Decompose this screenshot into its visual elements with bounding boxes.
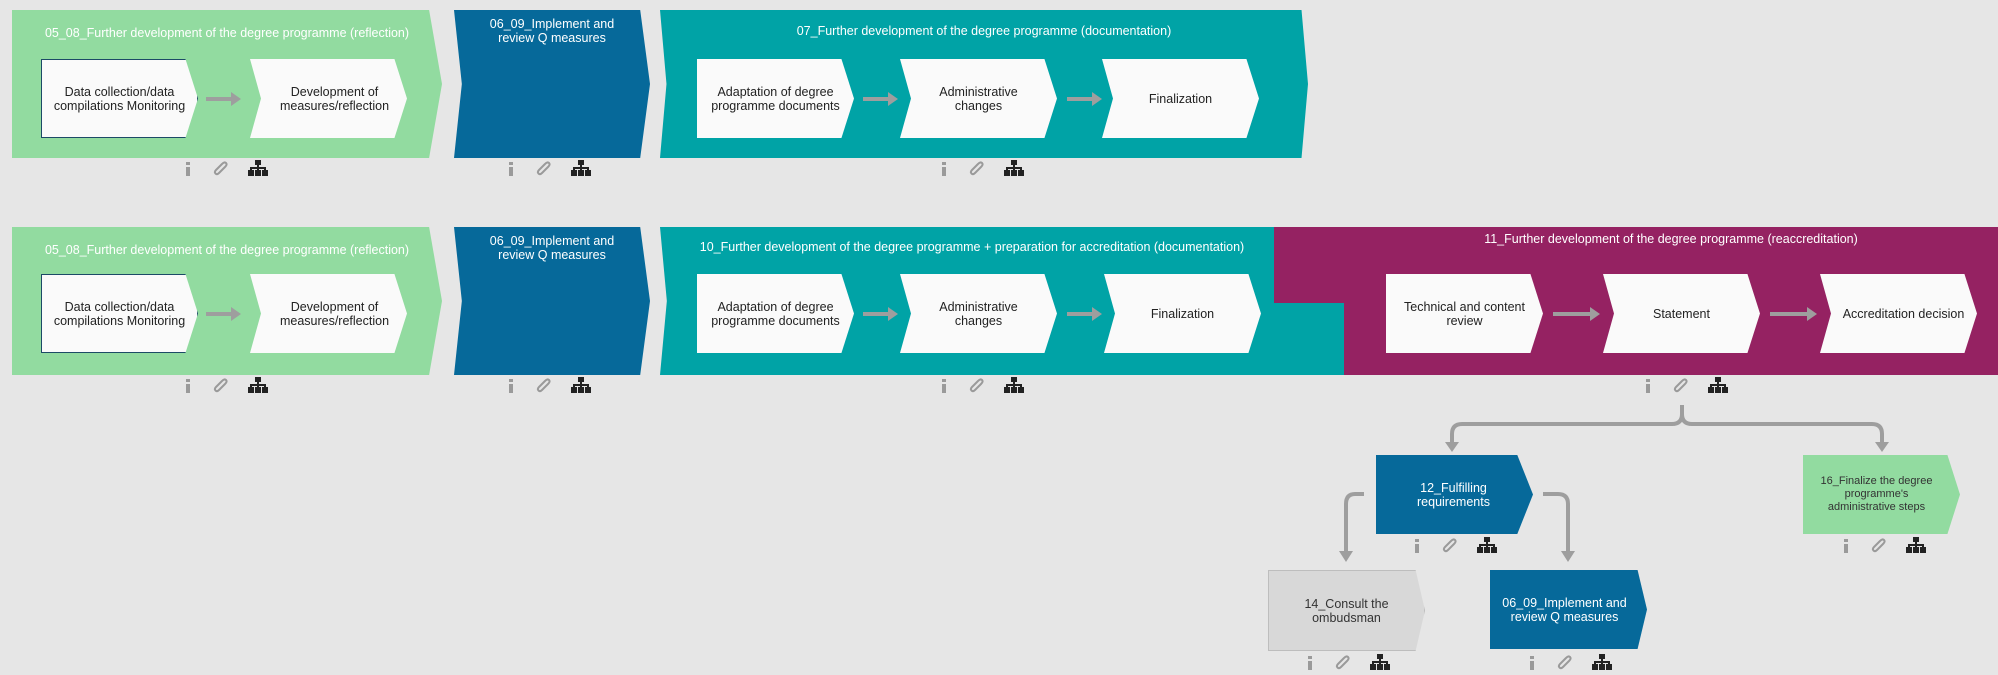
hierarchy-icon[interactable] — [1370, 654, 1390, 675]
info-icon[interactable] — [1413, 539, 1421, 558]
process-11-overlap-tab — [1274, 227, 1344, 303]
paperclip-icon[interactable] — [212, 160, 228, 181]
info-icon[interactable] — [940, 162, 948, 181]
paperclip-icon[interactable] — [212, 377, 228, 398]
paperclip-icon[interactable] — [1334, 654, 1350, 675]
hierarchy-icon[interactable] — [571, 377, 591, 398]
process-12-fulfilling-requirements[interactable]: 12_Fulfilling requirements — [1376, 455, 1533, 534]
process-icon-group — [1644, 377, 1728, 398]
arrowhead — [1339, 551, 1353, 562]
step-accreditation-decision[interactable]: Accreditation decision — [1820, 274, 1977, 353]
flow-arrow — [1067, 307, 1102, 321]
info-icon[interactable] — [507, 162, 515, 181]
info-icon[interactable] — [184, 379, 192, 398]
process-06-09-implement[interactable]: 06_09_Implement and review Q measures — [454, 227, 650, 375]
hierarchy-icon[interactable] — [571, 160, 591, 181]
paperclip-icon[interactable] — [968, 377, 984, 398]
flow-arrow — [206, 92, 241, 106]
process-icon-group — [184, 377, 268, 398]
flow-arrow — [863, 92, 898, 106]
step-adaptation-documents[interactable]: Adaptation of degree programme documents — [697, 274, 854, 353]
step-statement[interactable]: Statement — [1603, 274, 1760, 353]
paperclip-icon[interactable] — [1672, 377, 1688, 398]
flow-arrow — [863, 307, 898, 321]
info-icon[interactable] — [940, 379, 948, 398]
hierarchy-icon[interactable] — [248, 160, 268, 181]
process-icon-group — [940, 377, 1024, 398]
step-adaptation-documents[interactable]: Adaptation of degree programme documents — [697, 59, 854, 138]
step-technical-content-review[interactable]: Technical and content review — [1386, 274, 1543, 353]
arrowhead — [1875, 442, 1889, 452]
connector-12-to-14 — [1344, 492, 1364, 552]
flow-arrow — [1770, 307, 1817, 321]
step-development-measures[interactable]: Development of measures/reflection — [250, 59, 407, 138]
step-finalization[interactable]: Finalization — [1102, 59, 1259, 138]
process-06-09-implement[interactable]: 06_09_Implement and review Q measures — [1490, 570, 1647, 649]
step-data-collection[interactable]: Data collection/data compilations Monito… — [41, 274, 198, 353]
process-icon-group — [507, 160, 591, 181]
flow-arrow — [206, 307, 241, 321]
process-title: 06_09_Implement and review Q measures — [489, 234, 615, 262]
process-16-finalize-admin[interactable]: 16_Finalize the degree programme's admin… — [1803, 455, 1960, 534]
arrowhead — [1445, 442, 1459, 452]
process-icon-group — [1306, 654, 1390, 675]
paperclip-icon[interactable] — [1870, 537, 1886, 558]
hierarchy-icon[interactable] — [1708, 377, 1728, 398]
info-icon[interactable] — [1306, 656, 1314, 675]
info-icon[interactable] — [1842, 539, 1850, 558]
process-icon-group — [1413, 537, 1497, 558]
flow-arrow — [1067, 92, 1102, 106]
process-title: 05_08_Further development of the degree … — [44, 243, 410, 257]
connector-12-to-06b — [1543, 492, 1570, 552]
step-development-measures[interactable]: Development of measures/reflection — [250, 274, 407, 353]
paperclip-icon[interactable] — [1556, 654, 1572, 675]
step-finalization[interactable]: Finalization — [1104, 274, 1261, 353]
paperclip-icon[interactable] — [535, 160, 551, 181]
process-icon-group — [184, 160, 268, 181]
process-14-consult-ombudsman[interactable]: 14_Consult the ombudsman — [1268, 570, 1425, 651]
paperclip-icon[interactable] — [1441, 537, 1457, 558]
info-icon[interactable] — [1644, 379, 1652, 398]
hierarchy-icon[interactable] — [1477, 537, 1497, 558]
hierarchy-icon[interactable] — [1004, 377, 1024, 398]
process-title: 11_Further development of the degree pro… — [1484, 232, 1858, 246]
process-title: 10_Further development of the degree pro… — [699, 240, 1245, 254]
process-icon-group — [1528, 654, 1612, 675]
step-administrative-changes[interactable]: Administrative changes — [900, 59, 1057, 138]
connector-to-12 — [1450, 405, 1684, 443]
process-title: 07_Further development of the degree pro… — [796, 24, 1172, 38]
process-06-09-implement[interactable]: 06_09_Implement and review Q measures — [454, 10, 650, 158]
process-title: 05_08_Further development of the degree … — [44, 26, 410, 40]
arrowhead — [1561, 551, 1575, 562]
process-icon-group — [1842, 537, 1926, 558]
step-administrative-changes[interactable]: Administrative changes — [900, 274, 1057, 353]
hierarchy-icon[interactable] — [1592, 654, 1612, 675]
process-title: 06_09_Implement and review Q measures — [489, 17, 615, 45]
hierarchy-icon[interactable] — [1004, 160, 1024, 181]
paperclip-icon[interactable] — [535, 377, 551, 398]
process-icon-group — [507, 377, 591, 398]
paperclip-icon[interactable] — [968, 160, 984, 181]
hierarchy-icon[interactable] — [1906, 537, 1926, 558]
connector-to-16 — [1680, 413, 1884, 443]
flow-arrow — [1553, 307, 1600, 321]
info-icon[interactable] — [507, 379, 515, 398]
step-data-collection[interactable]: Data collection/data compilations Monito… — [41, 59, 198, 138]
info-icon[interactable] — [184, 162, 192, 181]
info-icon[interactable] — [1528, 656, 1536, 675]
hierarchy-icon[interactable] — [248, 377, 268, 398]
process-icon-group — [940, 160, 1024, 181]
